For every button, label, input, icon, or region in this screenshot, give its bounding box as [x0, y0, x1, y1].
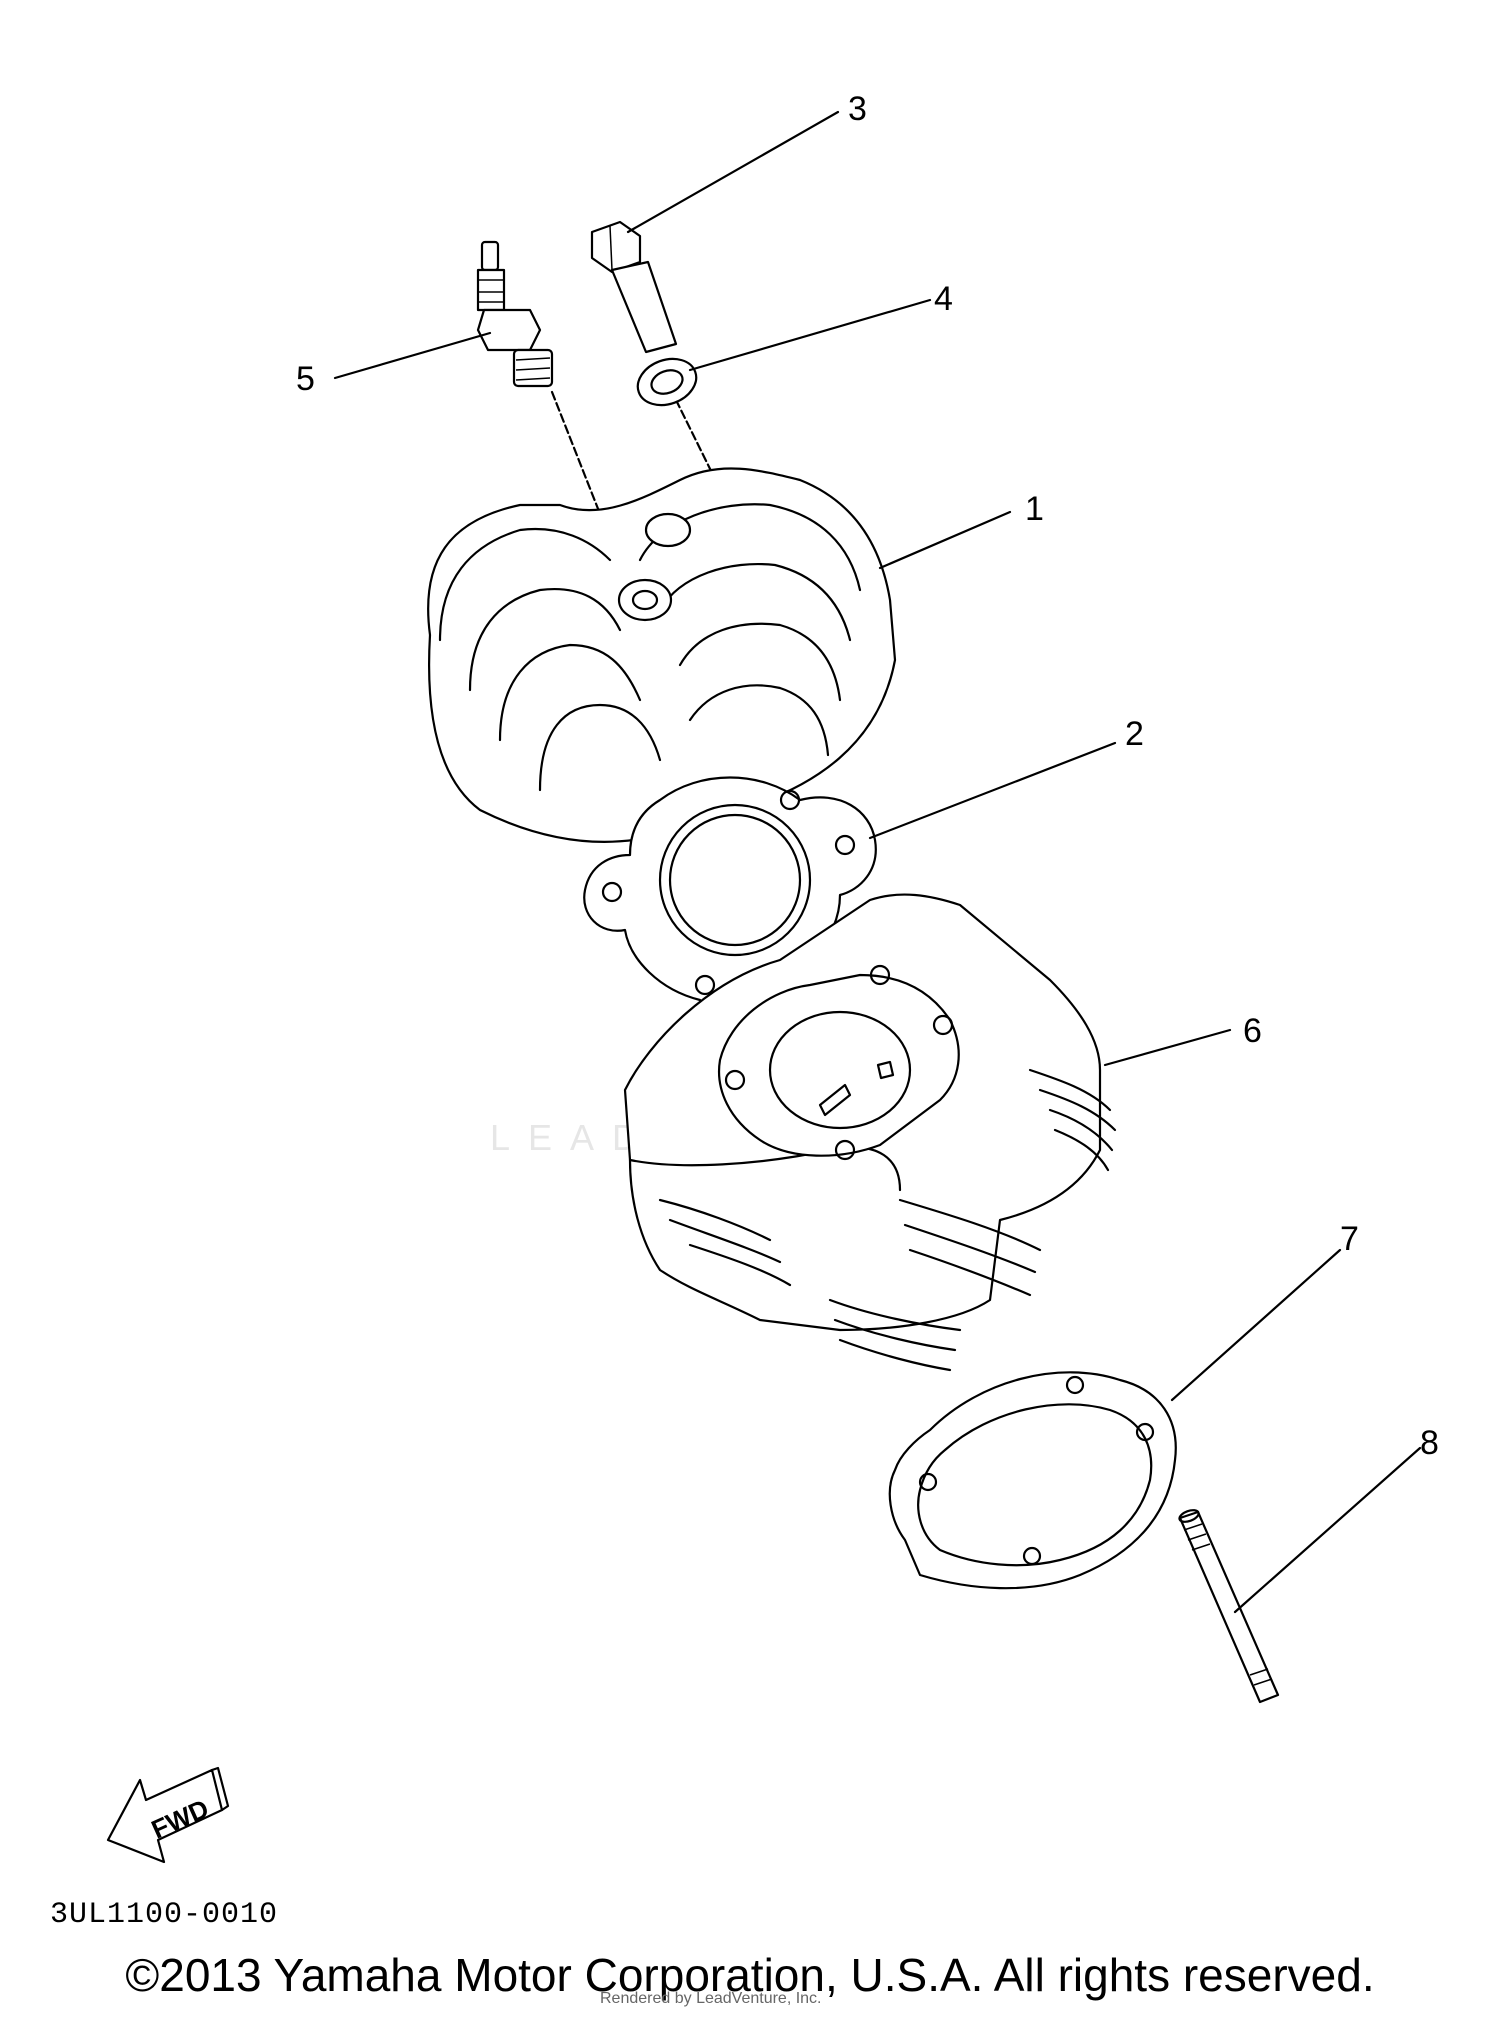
callout-6: 6	[1243, 1012, 1262, 1050]
stud-bolt	[1178, 1509, 1280, 1704]
callout-5: 5	[296, 360, 315, 398]
callouts: 1 2 3 4 5 6 7 8	[296, 90, 1439, 1462]
callout-4: 4	[934, 280, 953, 318]
cylinder	[623, 893, 1117, 1372]
callout-1: 1	[1025, 490, 1044, 528]
copyright-notice: ©2013 Yamaha Motor Corporation, U.S.A. A…	[125, 1949, 1375, 2001]
callout-3: 3	[848, 90, 867, 128]
callout-8: 8	[1420, 1424, 1439, 1462]
render-credit: Rendered by LeadVenture, Inc.	[600, 1990, 822, 2007]
cylinder-head	[427, 467, 897, 843]
base-gasket	[888, 1371, 1177, 1590]
washer	[636, 357, 698, 407]
leader-lines	[333, 110, 1422, 1614]
fwd-arrow-icon: FWD	[106, 1766, 230, 1864]
diagram-code: 3UL1100-0010	[50, 1898, 279, 1932]
callout-7: 7	[1340, 1220, 1359, 1258]
callout-2: 2	[1125, 715, 1144, 753]
spark-plug	[476, 240, 632, 592]
bolt	[590, 220, 762, 572]
